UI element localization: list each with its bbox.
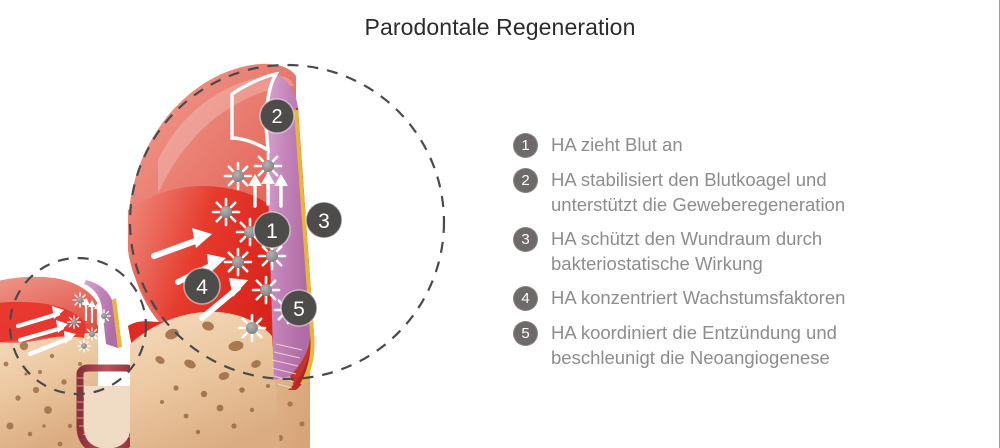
- svg-text:2: 2: [271, 106, 282, 128]
- legend-badge-3: 3: [513, 227, 538, 252]
- dental-illustration: 2 1 3 4: [0, 34, 480, 448]
- sulcus-outline: [230, 71, 280, 154]
- legend-label-1: HA zieht Blut an: [551, 134, 683, 155]
- legend-badge-4: 4: [513, 286, 538, 311]
- list-item: 1 HA zieht Blut an: [513, 132, 983, 158]
- gingiva-inner-red: [290, 334, 312, 386]
- svg-text:5: 5: [293, 298, 305, 321]
- ha-particles-small: [66, 292, 111, 353]
- migration-arrowheads: [192, 228, 248, 297]
- svg-text:3: 3: [318, 210, 330, 233]
- migration-arrowheads-small: [52, 306, 76, 344]
- callout-marker-2[interactable]: 2: [259, 98, 295, 134]
- list-item: 2 HA stabilisiert den Blutkoagel und unt…: [513, 167, 983, 217]
- svg-text:4: 4: [196, 276, 208, 299]
- page-title: Parodontale Regeneration: [364, 14, 636, 40]
- gingiva-edge-small: [112, 298, 122, 348]
- legend-label-4: HA konzentriert Wachstumsfaktoren: [551, 287, 846, 308]
- callout-marker-3[interactable]: 3: [305, 201, 343, 239]
- callout-marker-4[interactable]: 4: [183, 267, 221, 305]
- magnifier-circle: [128, 63, 446, 381]
- callout-marker-5[interactable]: 5: [280, 289, 318, 327]
- gingiva-band-small: [84, 280, 118, 348]
- tooth-root-left: [84, 386, 130, 448]
- legend-label-5: HA koordiniert die Entzündung und beschl…: [551, 322, 837, 368]
- legend-list: 1 HA zieht Blut an 2 HA stabilisiert den…: [513, 132, 983, 379]
- gingiva-fiber-hatch: [271, 343, 303, 389]
- migration-arrows-small: [15, 311, 73, 357]
- legend-badge-2: 2: [513, 168, 538, 193]
- svg-text:1: 1: [266, 220, 278, 243]
- bone-wedge-pores: [155, 321, 270, 435]
- callout-markers: 2 1 3 4: [183, 98, 343, 327]
- list-item: 4 HA konzentriert Wachstumsfaktoren: [513, 285, 983, 311]
- list-item: 3 HA schützt den Wundraum durch bakterio…: [513, 226, 983, 276]
- legend-label-3: HA schützt den Wundraum durch bakteriost…: [551, 228, 823, 274]
- legend-label-2: HA stabilisiert den Blutkoagel und unter…: [551, 169, 846, 215]
- magnified-view: 2 1 3 4: [8, 63, 446, 448]
- callout-marker-1[interactable]: 1: [253, 211, 291, 249]
- legend-badge-1: 1: [513, 133, 538, 158]
- legend-badge-5: 5: [513, 321, 538, 346]
- list-item: 5 HA koordiniert die Entzündung und besc…: [513, 320, 983, 370]
- magnifier-source-circle: [8, 256, 148, 396]
- bone-wedge: [130, 311, 280, 448]
